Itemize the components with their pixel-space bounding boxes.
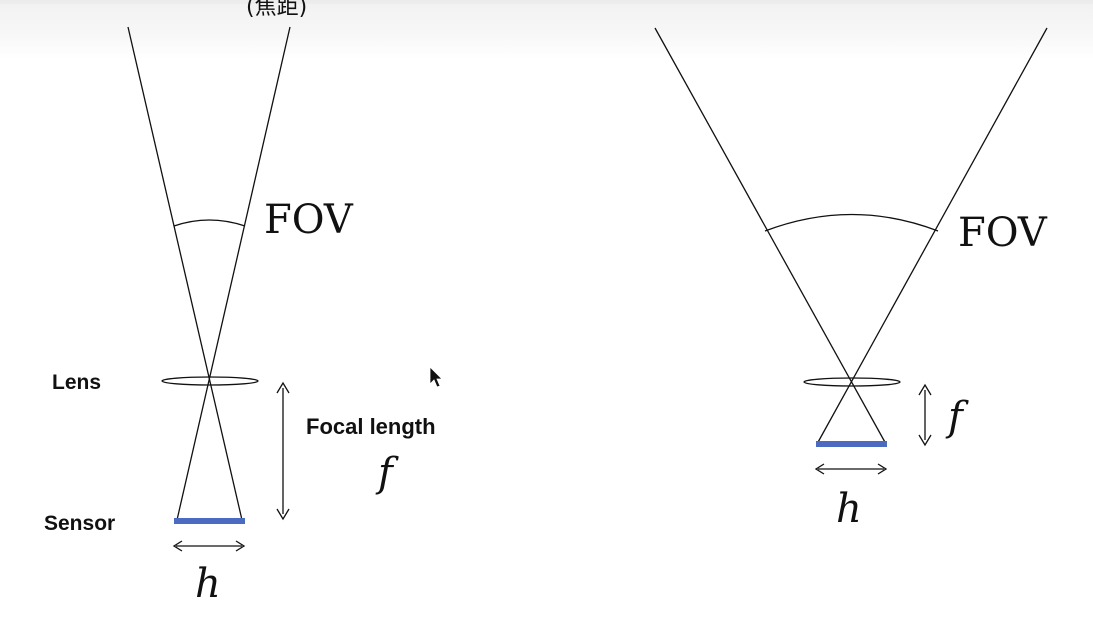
right-height-arrow-head-left	[814, 463, 825, 475]
right-diagram: FOV f h	[654, 27, 1048, 532]
left-ray-a	[127, 26, 243, 521]
left-focal-arrow-head-bottom	[276, 508, 290, 521]
left-lens-label: Lens	[52, 371, 101, 394]
right-fov-arc	[764, 213, 939, 232]
left-focal-arrow-head-top	[276, 381, 290, 394]
mouse-pointer-icon	[429, 366, 443, 388]
right-fov-label: FOV	[958, 210, 1048, 256]
left-height-arrow-head-right	[235, 540, 246, 552]
left-diagram: FOV Lens Focal length f Sensor h	[44, 26, 436, 607]
right-focal-arrow-head-bottom	[918, 434, 932, 447]
right-height-arrow-head-right	[877, 463, 888, 475]
left-lens-icon	[161, 376, 259, 386]
top-edge-strip	[0, 0, 1093, 4]
left-focal-symbol: f	[375, 450, 399, 496]
left-ray-b	[176, 26, 291, 521]
left-focal-length-label: Focal length	[306, 414, 436, 439]
right-lens-icon	[803, 377, 901, 387]
left-fov-label: FOV	[264, 197, 354, 243]
right-focal-arrow-head-top	[918, 383, 932, 396]
right-height-symbol: h	[836, 486, 862, 532]
right-ray-b	[816, 27, 1048, 445]
top-caption: (焦距)	[246, 0, 307, 20]
right-ray-a	[654, 27, 887, 445]
right-focal-symbol: f	[945, 394, 969, 440]
left-height-symbol: h	[195, 561, 221, 607]
left-fov-arc	[173, 219, 246, 227]
left-sensor-label: Sensor	[44, 512, 115, 535]
left-height-arrow-head-left	[172, 540, 183, 552]
top-bar	[0, 0, 1093, 60]
